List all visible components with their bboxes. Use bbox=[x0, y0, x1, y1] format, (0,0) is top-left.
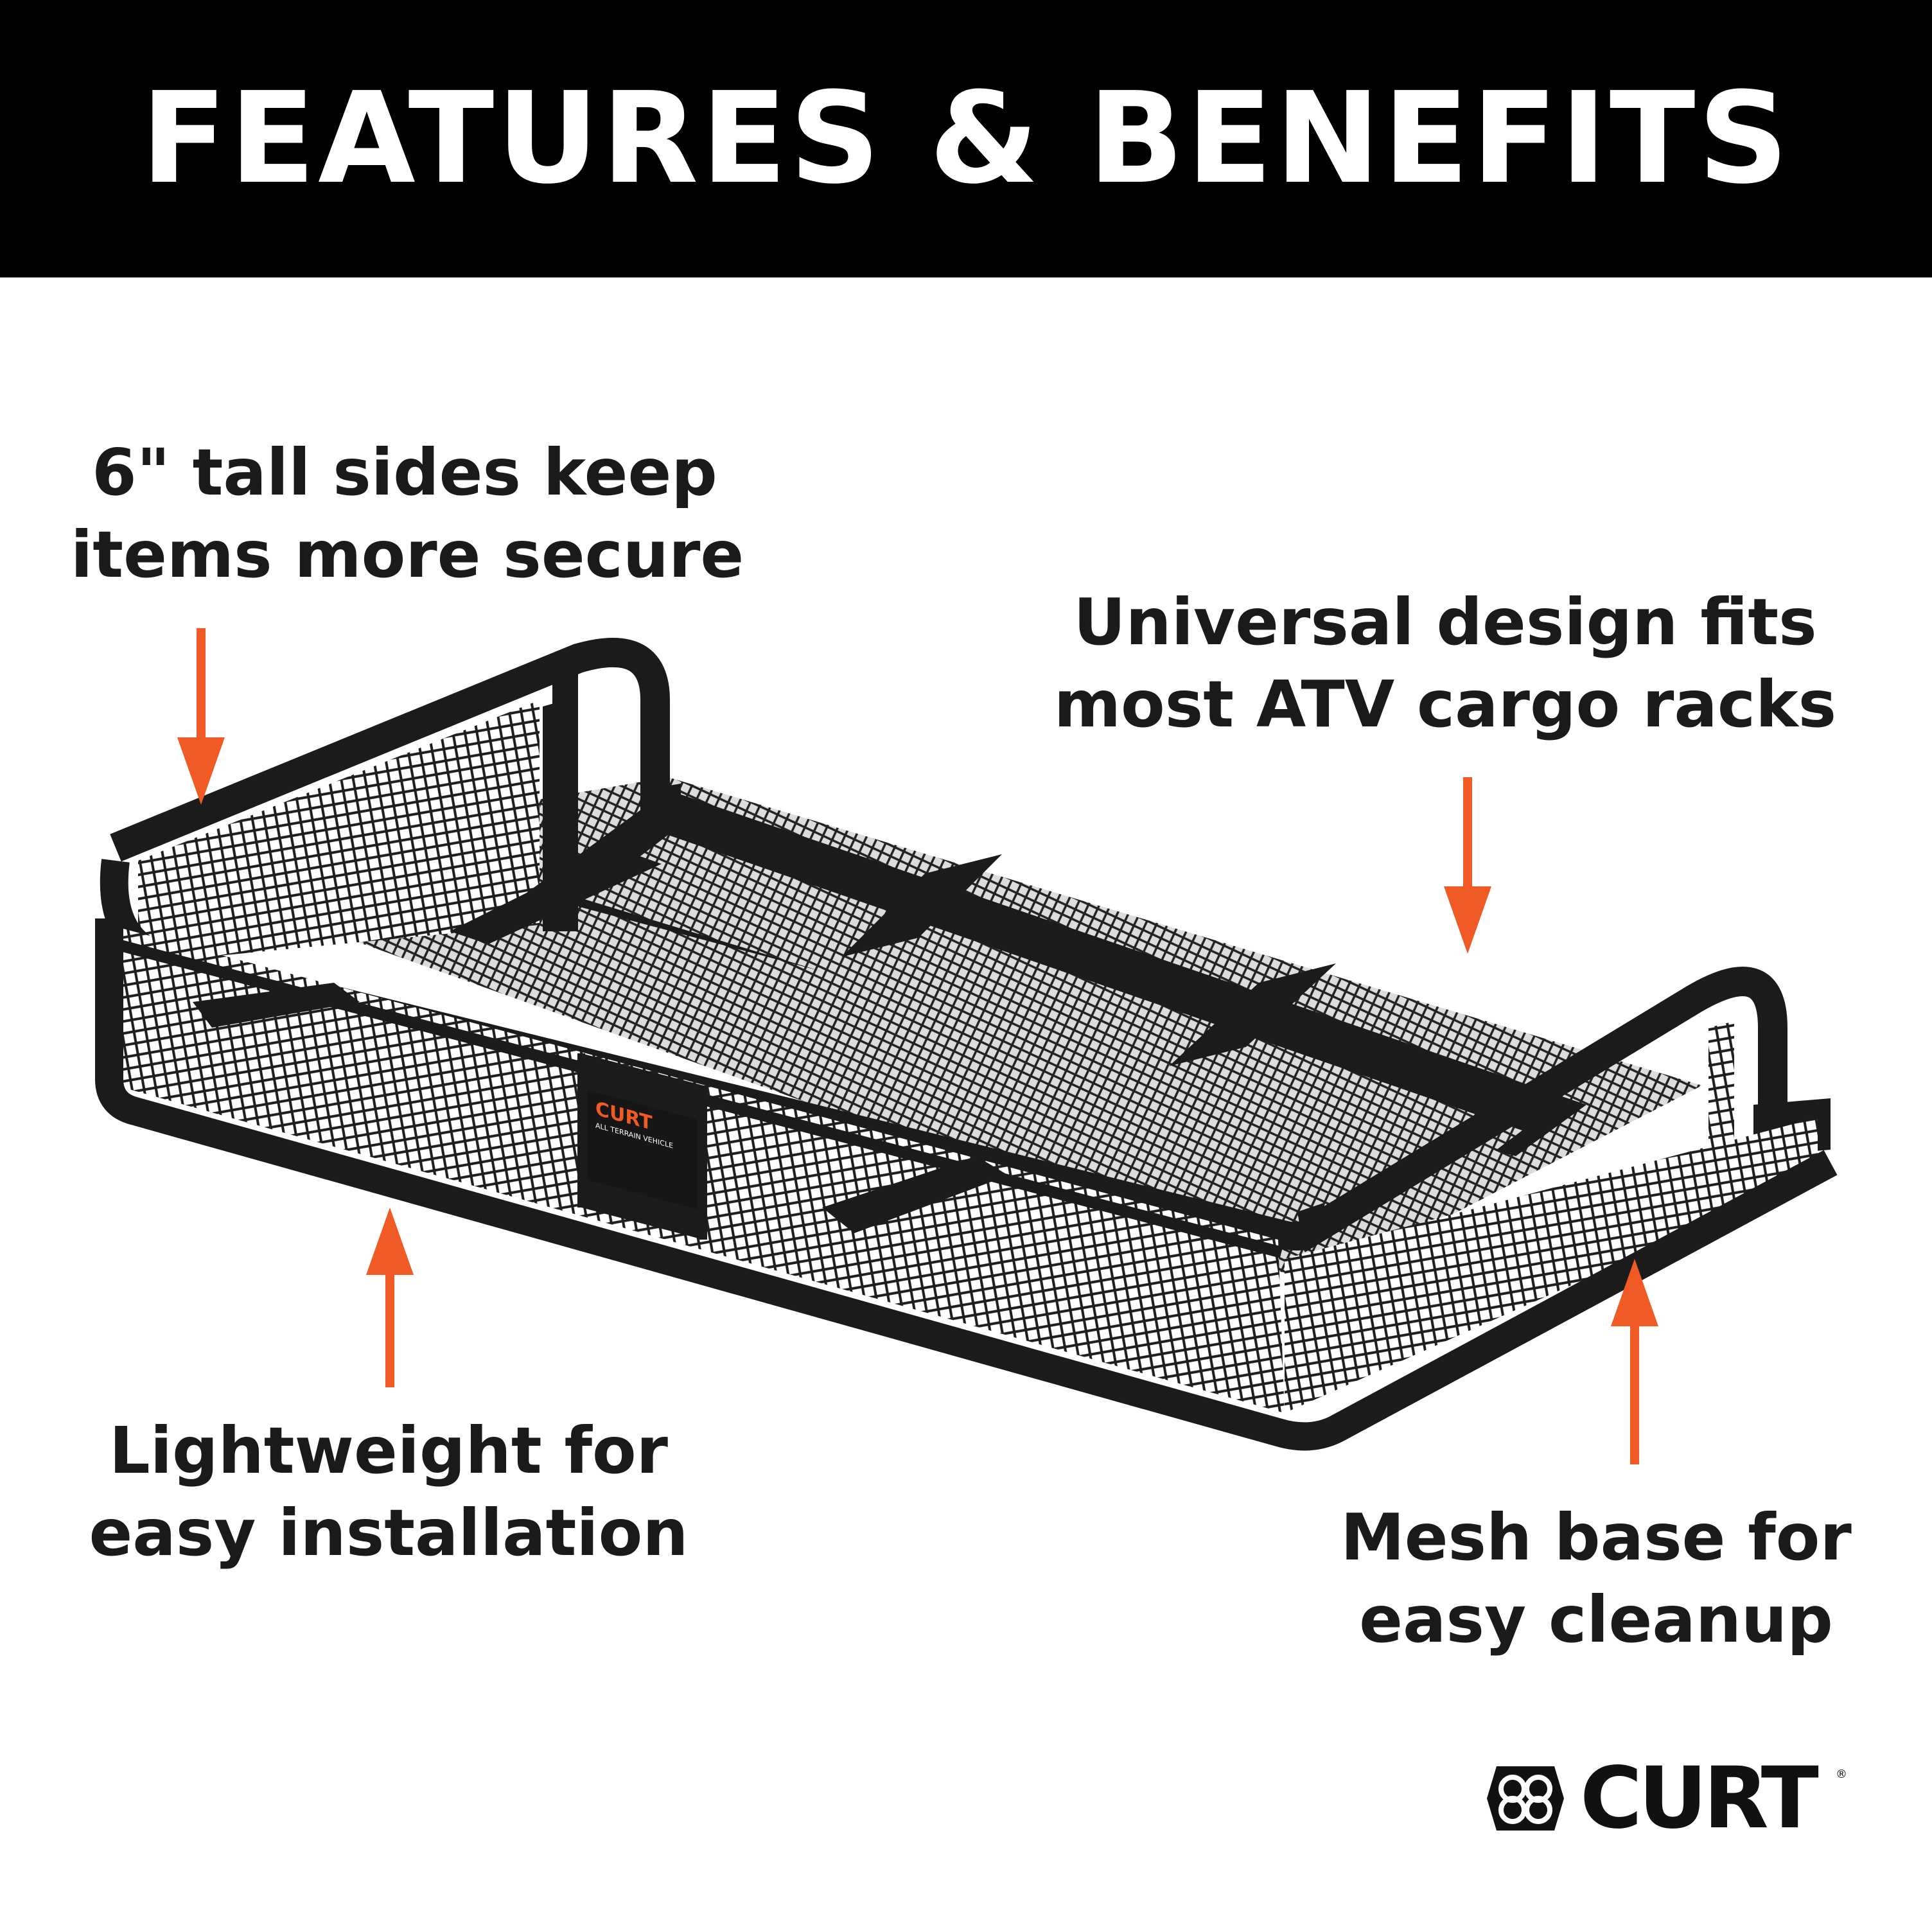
arrow-down-tall-sides bbox=[177, 628, 225, 805]
callout-line: Mesh base for bbox=[1340, 1500, 1852, 1575]
callout-line: Lightweight for bbox=[109, 1413, 668, 1488]
arrow-down-universal bbox=[1444, 777, 1491, 954]
callout-mesh-base: Mesh base for easy cleanup bbox=[1304, 1497, 1888, 1661]
arrow-up-lightweight bbox=[366, 1208, 414, 1387]
callout-line: Universal design fits bbox=[1073, 584, 1817, 660]
callout-line: 6" tall sides keep bbox=[92, 435, 717, 510]
page-title: FEATURES & BENEFITS bbox=[141, 66, 1791, 212]
left-side-mesh bbox=[138, 700, 540, 963]
callout-lightweight: Lightweight for easy installation bbox=[58, 1410, 719, 1574]
arrow-up-mesh-base bbox=[1611, 1259, 1658, 1464]
curt-logo: CURT ® bbox=[1484, 1749, 1847, 1848]
callout-universal-design: Universal design fits most ATV cargo rac… bbox=[1041, 581, 1850, 746]
registered-mark: ® bbox=[1836, 1768, 1847, 1781]
callout-tall-sides: 6" tall sides keep items more secure bbox=[71, 432, 744, 596]
callout-line: items more secure bbox=[71, 517, 744, 592]
right-rail-handle bbox=[1290, 967, 1787, 1252]
header-banner: FEATURES & BENEFITS bbox=[0, 0, 1932, 277]
callout-line: easy installation bbox=[89, 1495, 689, 1570]
right-side-mesh bbox=[1285, 1118, 1818, 1413]
callout-line: easy cleanup bbox=[1359, 1582, 1833, 1657]
left-rail-handle bbox=[110, 638, 670, 893]
brand-name: CURT bbox=[1580, 1749, 1819, 1848]
curt-knot-icon bbox=[1487, 1766, 1564, 1831]
callout-line: most ATV cargo racks bbox=[1053, 667, 1837, 742]
